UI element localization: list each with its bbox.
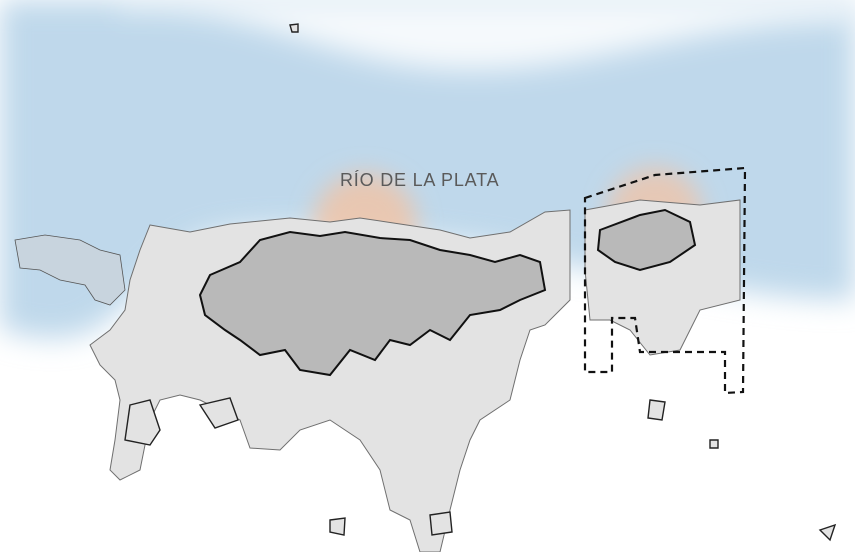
study-boundary [583,166,747,395]
outlier-patches [124,23,837,542]
water-highlight [120,0,855,70]
river-label: RÍO DE LA PLATA [340,170,500,190]
dense-core [198,208,697,377]
